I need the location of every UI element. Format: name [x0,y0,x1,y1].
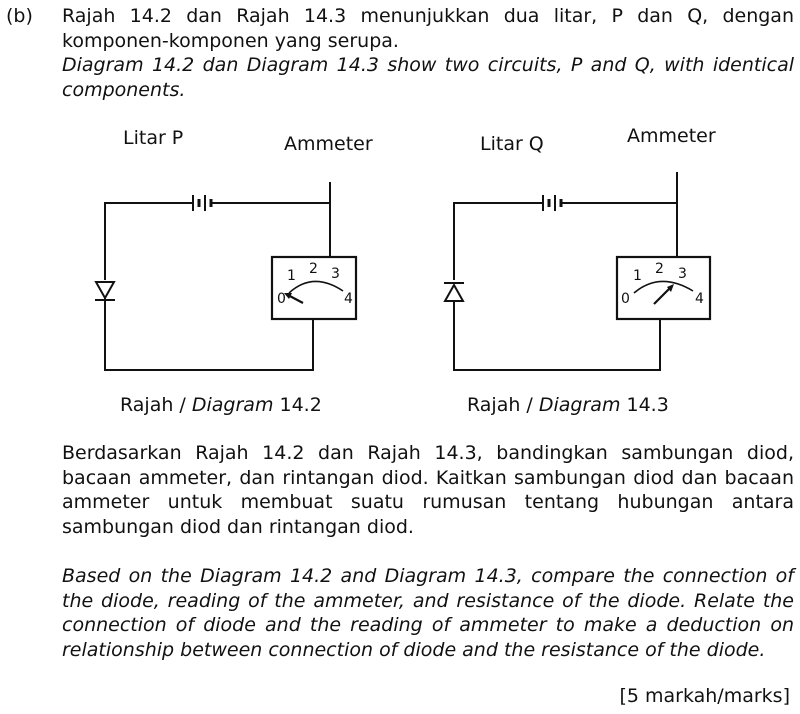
circuit-p-scale-3: 3 [331,266,340,282]
circuit-q-wire-top-right [563,202,678,257]
circuit-p-scale-4: 4 [344,291,353,307]
circuit-p-wire-top-left [104,202,186,280]
circuit-p-scale-0: 0 [277,291,286,307]
circuit-q-ammeter-label: Ammeter [627,125,716,147]
circuit-p-scale-2: 2 [309,261,318,277]
circuit-p-wire-bottom [104,310,314,371]
circuit-q-title: Litar Q [480,133,544,155]
circuit-p-title: Litar P [123,127,183,149]
circuit-diagrams: Litar P Ammeter 0 1 [94,125,716,416]
circuit-q-scale-1: 1 [633,268,642,284]
circuit-q: Litar Q Ammeter 0 1 [443,125,716,416]
intro-malay: Rajah 14.2 dan Rajah 14.3 menunjukkan du… [62,5,794,52]
circuit-p-ammeter: 0 1 2 3 4 [270,255,358,321]
circuit-p-battery [186,195,213,211]
intro-english: Diagram 14.2 dan Diagram 14.3 show two c… [62,54,794,101]
circuit-p-scale-1: 1 [287,268,296,284]
circuit-p: Litar P Ammeter 0 1 [94,127,373,416]
marks-label: [5 markah/marks] [619,685,790,707]
circuit-q-ammeter: 0 1 2 3 4 [615,255,712,321]
circuit-q-diode [443,282,465,310]
circuit-q-battery [536,195,563,211]
circuit-q-caption: Rajah / Diagram 14.3 [467,394,669,416]
circuit-p-diode [94,281,116,310]
question-label: (b) [6,5,33,27]
circuit-q-scale-2: 2 [655,261,664,277]
circuit-p-wire-top-right [213,202,331,257]
circuit-q-scale-4: 4 [695,291,704,307]
circuit-q-wire-bottom [453,310,661,371]
circuit-p-caption: Rajah / Diagram 14.2 [120,394,322,416]
circuit-q-scale-3: 3 [678,266,687,282]
task-malay: Berdasarkan Rajah 14.2 dan Rajah 14.3, b… [62,442,794,538]
circuit-q-scale-0: 0 [621,291,630,307]
circuit-q-wire-top-left [453,202,536,280]
circuit-p-ammeter-label: Ammeter [284,133,373,155]
task-english: Based on the Diagram 14.2 and Diagram 14… [62,565,794,661]
